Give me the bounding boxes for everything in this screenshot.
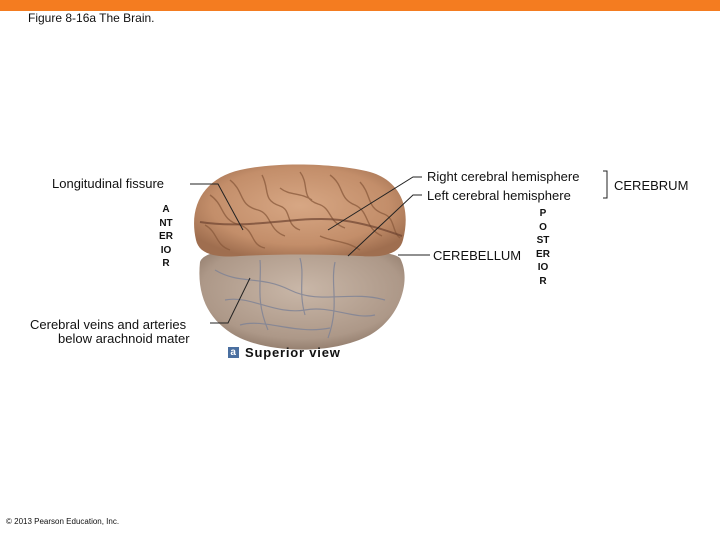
label-longitudinal-fissure: Longitudinal fissure [52,176,165,191]
label-right-hemisphere: Right cerebral hemisphere [427,169,580,184]
cerebrum-bracket [603,170,608,199]
orientation-anterior: ANTERIOR [159,204,173,270]
figure-title: Figure 8-16a The Brain. [28,11,155,25]
cerebrum-shape [194,164,406,257]
cerebellum-vessels [214,257,386,339]
label-cerebellum: CEREBELLUM [433,248,522,263]
view-caption: a Superior view [228,345,341,360]
top-accent-bar [0,0,720,11]
orientation-posterior: POSTERIOR [536,208,550,287]
view-badge: a [228,347,239,358]
label-veins-line1: Cerebral veins and arteries [30,317,187,332]
label-cerebrum: CEREBRUM [614,178,689,193]
label-veins-line2: below arachnoid mater [58,331,190,346]
leader-left-hemisphere [347,194,422,257]
label-left-hemisphere: Left cerebral hemisphere [427,188,571,203]
leader-veins [210,277,251,324]
copyright-notice: © 2013 Pearson Education, Inc. [6,517,120,526]
leader-longitudinal-fissure [190,183,244,231]
leader-lines [190,176,430,324]
view-label: Superior view [245,345,341,360]
leader-right-hemisphere [327,176,422,231]
